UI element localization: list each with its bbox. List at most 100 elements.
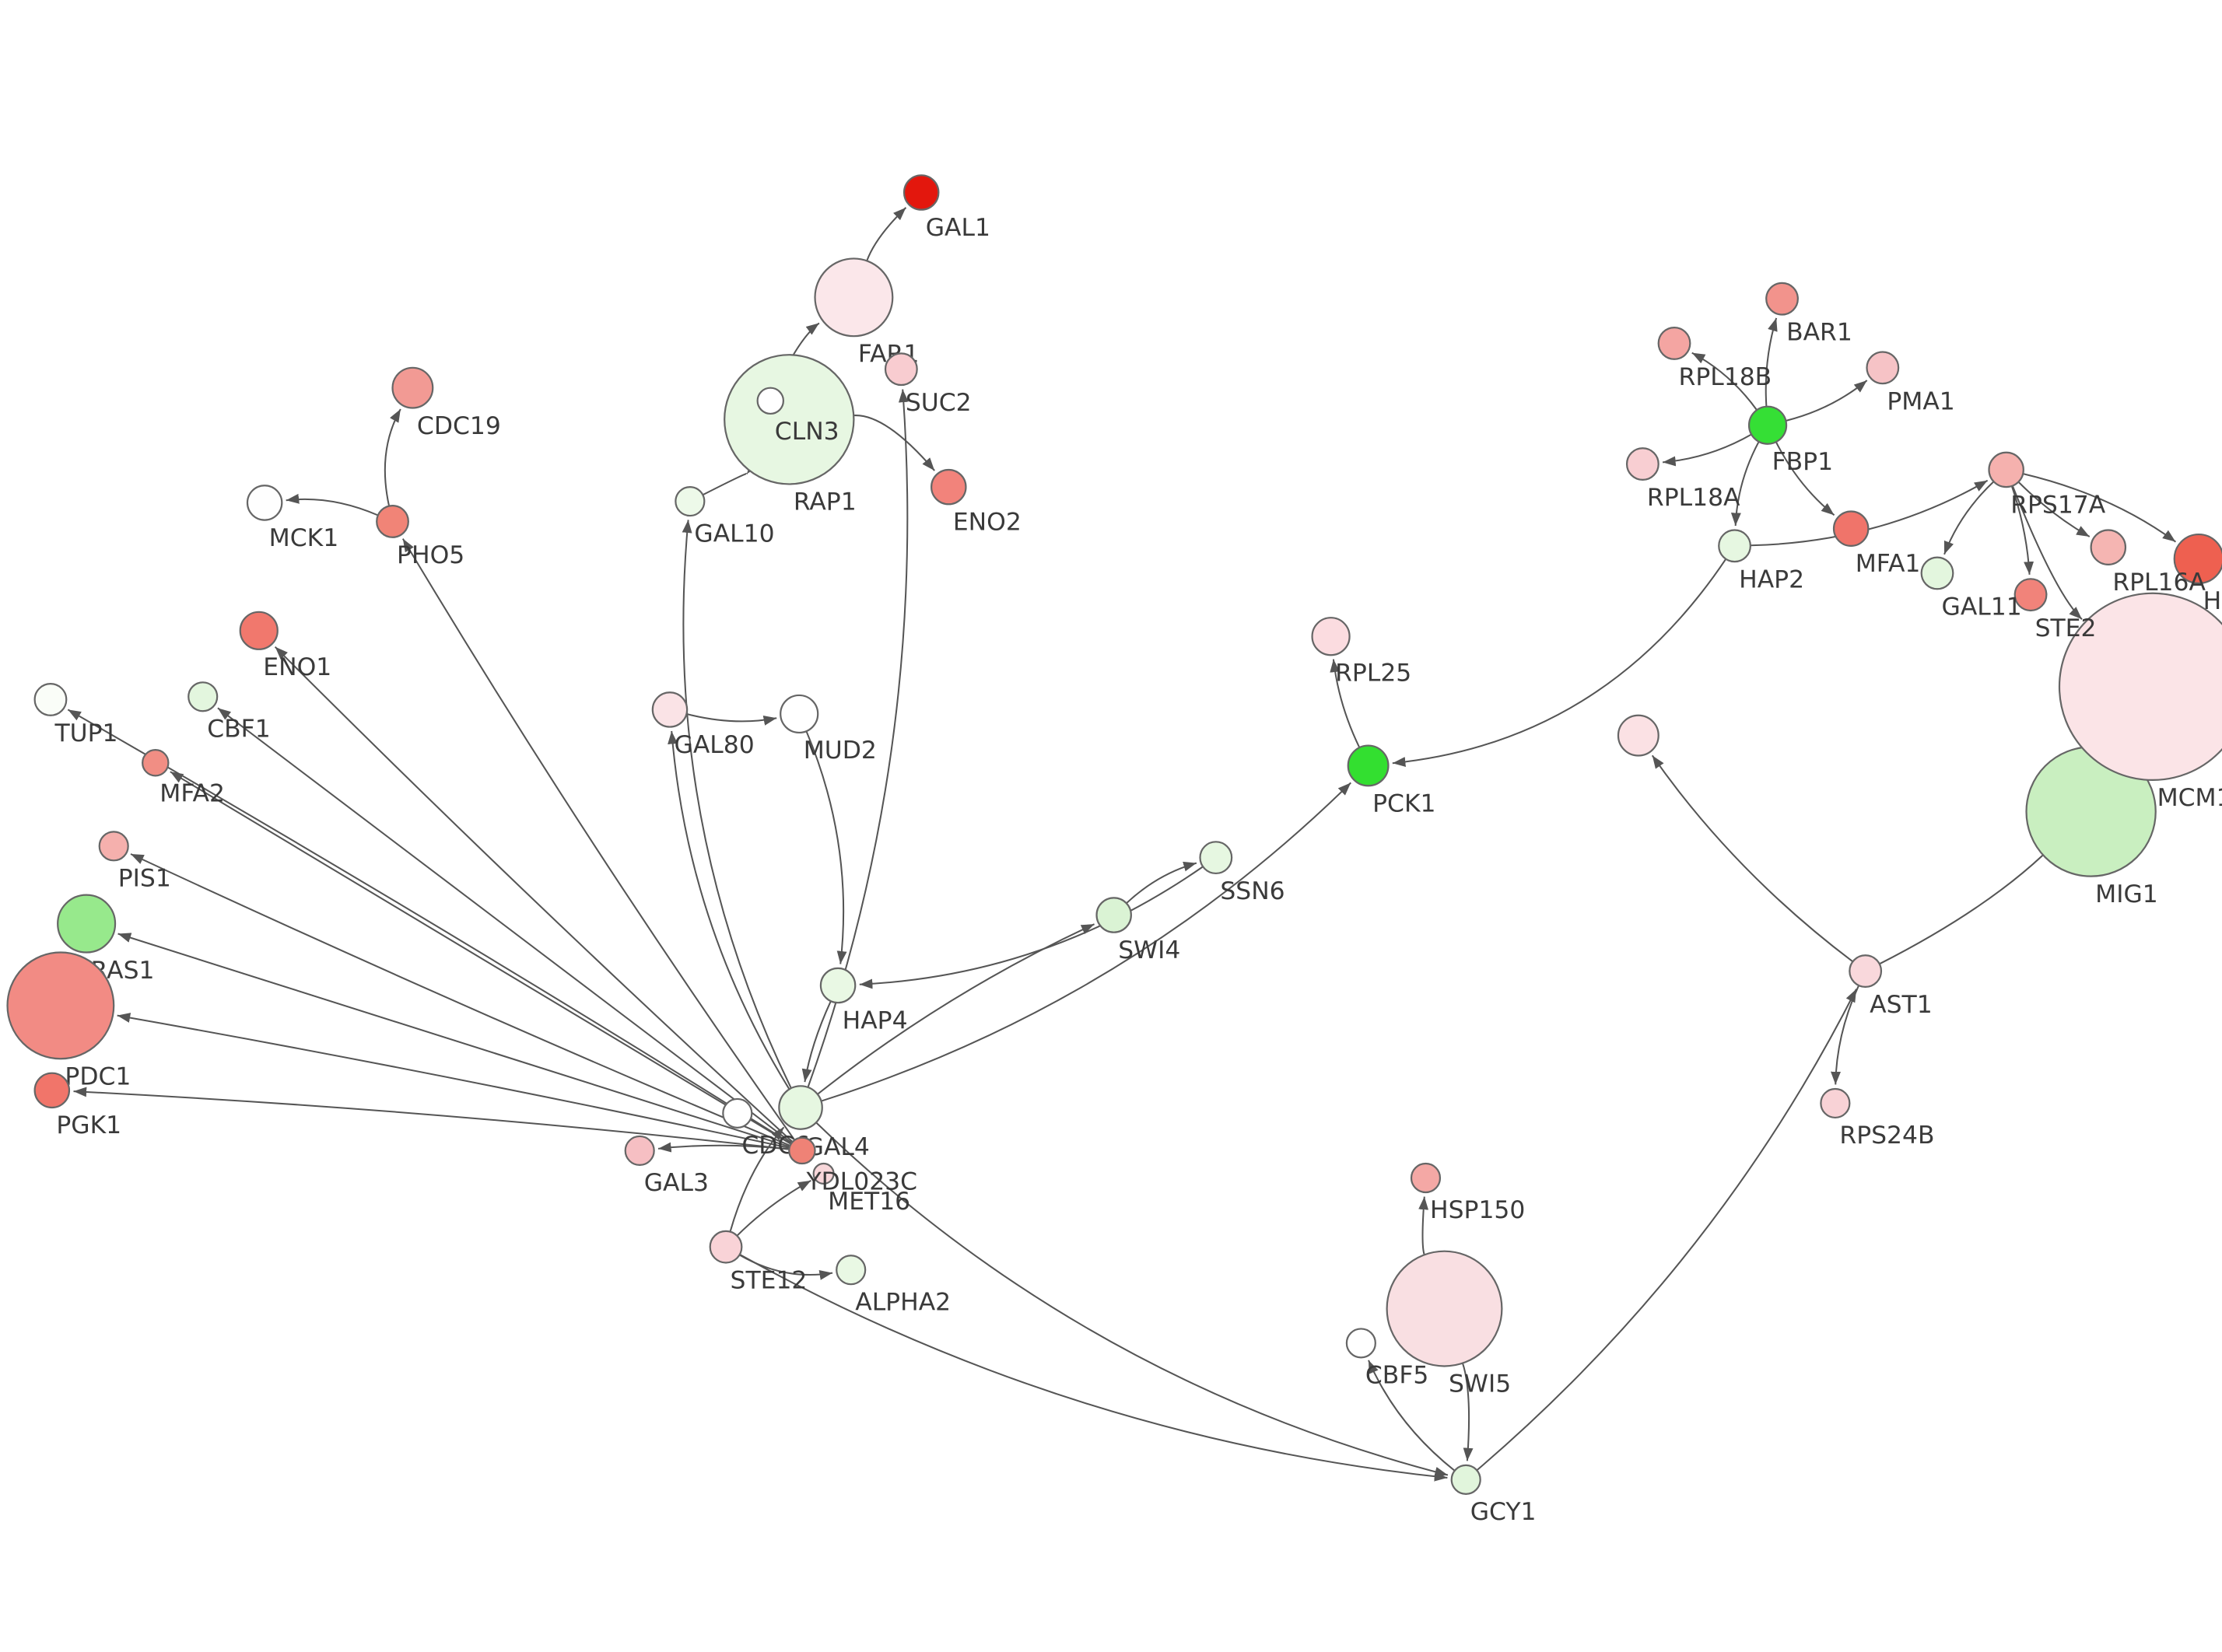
node-rps24b: RPS24B [1820,1087,1935,1150]
node-rps17a-circle[interactable] [1988,451,2024,488]
node-cbf5-circle[interactable] [1345,1328,1376,1359]
node-gal3: GAL3 [624,1135,709,1197]
node-gal11-circle[interactable] [1920,556,1954,590]
node-alpha2-circle[interactable] [836,1255,867,1286]
node-ras1-circle[interactable] [57,894,117,954]
node-mck1: MCK1 [246,485,338,552]
node-alpha2-label: ALPHA2 [855,1288,951,1316]
node-rpl18b: RPL18B [1657,326,1772,391]
edge-ydl023c-pgk1 [73,1087,790,1150]
node-gcy1-circle[interactable] [1450,1464,1481,1495]
edge-fbp1-mfa1 [1775,441,1835,516]
node-mfa2-label: MFA2 [159,780,225,808]
node-ste12-circle[interactable] [709,1230,743,1264]
edge-pho5-mck1 [286,493,379,516]
node-pho5-circle[interactable] [376,505,409,538]
node-rpl18a-label: RPL18A [1647,484,1740,512]
node-pgk1-circle[interactable] [33,1072,71,1109]
node-his4-circle[interactable] [2173,533,2222,584]
node-pma1-circle[interactable] [1866,351,1900,385]
node-pho5: PHO5 [376,505,464,569]
node-ydl023c-circle[interactable] [788,1136,816,1165]
edge-gcy1-ast1 [1476,989,1857,1472]
node-mfa1-label: MFA1 [1856,550,1921,578]
node-gal10-circle[interactable] [675,486,706,517]
node-hap4-circle[interactable] [819,967,857,1004]
node-mck1-circle[interactable] [246,485,283,521]
node-fbp1-circle[interactable] [1747,405,1788,445]
node-ssn6-circle[interactable] [1199,841,1233,875]
node-cln3-circle[interactable] [756,387,785,415]
node-alpha2: ALPHA2 [836,1255,951,1316]
node-met16-circle[interactable] [812,1162,835,1185]
edge-hap2-rps17a [1750,479,1989,547]
node-pdc1-circle[interactable] [6,951,115,1060]
node-hsp150-circle[interactable] [1410,1162,1442,1194]
node-cdc19-circle[interactable] [391,366,434,409]
node-eno1-circle[interactable] [239,611,279,650]
node-rpl18a-circle[interactable] [1625,447,1659,481]
node-rpl16a: RPL16A [2090,529,2206,597]
edge-gal10-rap1 [702,460,759,496]
edge-ydl023c-eno1 [274,646,794,1143]
node-rps24b-circle[interactable] [1820,1087,1851,1119]
node-gal3-circle[interactable] [624,1135,655,1166]
node-pck1-circle[interactable] [1347,744,1390,787]
node-cdc6-circle[interactable] [722,1097,753,1129]
node-gal1-circle[interactable] [902,174,940,211]
edge-gal4-gal10 [682,520,792,1089]
node-rpl16a-circle[interactable] [2090,529,2127,565]
node-rap1-label: RAP1 [794,488,857,516]
node-mcm1: MCM1 [2058,592,2222,812]
node-swi4-label: SWI4 [1118,936,1180,964]
node-rpl25-circle[interactable] [1311,617,1351,656]
node-hsp150: HSP150 [1410,1162,1525,1224]
node-rap1-circle[interactable] [724,354,855,485]
node-far1-circle[interactable] [814,257,894,338]
edge-ydl023c-cbf1 [217,707,793,1144]
edge-fbp1-rpl18b [1691,352,1758,411]
node-cbf1-circle[interactable] [188,681,219,712]
node-tup1-circle[interactable] [33,683,68,716]
edge-fbp1-pma1 [1786,380,1868,422]
node-hap2-circle[interactable] [1718,529,1752,563]
node-eno2-circle[interactable] [931,468,967,506]
node-ste2: STE2 [2013,578,2096,642]
node-eno1: ENO1 [239,611,331,681]
node-mfa1: MFA1 [1832,510,1921,578]
node-rps17a-label: RPS17A [2010,491,2106,519]
node-gal1-label: GAL1 [926,214,990,242]
node-swi4-circle[interactable] [1095,897,1132,933]
node-cdc6: CDC6 [722,1097,810,1160]
node-gcy1: GCY1 [1450,1464,1537,1526]
node-pis1-circle[interactable] [98,831,129,862]
node-ste2-circle[interactable] [2013,578,2048,612]
node-mig1-label: MIG1 [2095,880,2158,908]
node-gal80-circle[interactable] [651,691,689,728]
edge-ydl023c-pdc1 [117,1013,790,1149]
node-far1: FAR1 [814,257,919,368]
node-gal4: GAL4 [778,1085,870,1161]
edge-layer [67,207,2177,1482]
node-gal80-label: GAL80 [675,731,755,759]
node-gal4-label: GAL4 [805,1133,870,1161]
node-gal4-circle[interactable] [778,1085,823,1130]
node-mud2-circle[interactable] [780,694,819,734]
edge-swi5-gcy1 [1461,1363,1474,1461]
node-bar1-circle[interactable] [1765,282,1799,316]
edge-gal4-gcy1 [815,1122,1449,1477]
node-node1-circle[interactable] [1617,714,1659,757]
node-mcm1-circle[interactable] [2058,592,2222,781]
node-rpl18b-circle[interactable] [1657,326,1691,360]
node-hsp150-label: HSP150 [1430,1196,1525,1224]
node-pck1-label: PCK1 [1372,790,1435,818]
edge-rps17a-ste2 [2010,485,2034,575]
edge-pck1-rpl25 [1330,659,1361,748]
edge-rps17a-rpl16a [2017,481,2091,537]
node-swi5-circle[interactable] [1386,1250,1503,1367]
node-ast1-circle[interactable] [1849,954,1883,988]
node-suc2-circle[interactable] [884,352,918,387]
node-mfa1-circle[interactable] [1832,510,1870,547]
node-mfa2-circle[interactable] [142,749,170,777]
